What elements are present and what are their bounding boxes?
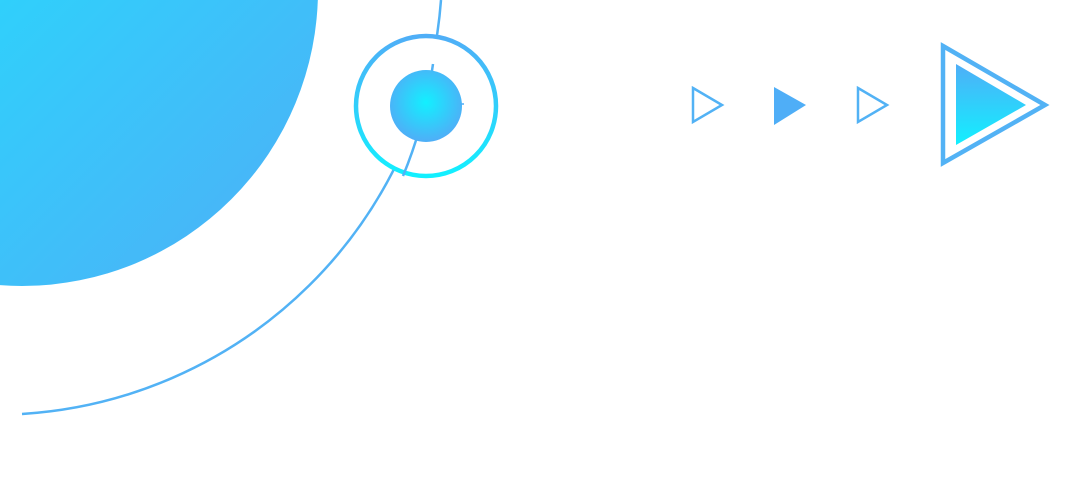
arrow-outline-small-icon-2 (856, 85, 890, 125)
ringed-planet-icon (353, 33, 499, 179)
arrow-large-double-icon (940, 42, 1050, 167)
arrow-solid-small-icon (774, 87, 806, 125)
arrow-outline-small-icon (691, 85, 725, 125)
planet-core (390, 70, 462, 142)
arrow-large-outline (940, 42, 1050, 167)
arrow-large-fill (956, 64, 1026, 145)
large-gradient-disc (0, 0, 318, 286)
